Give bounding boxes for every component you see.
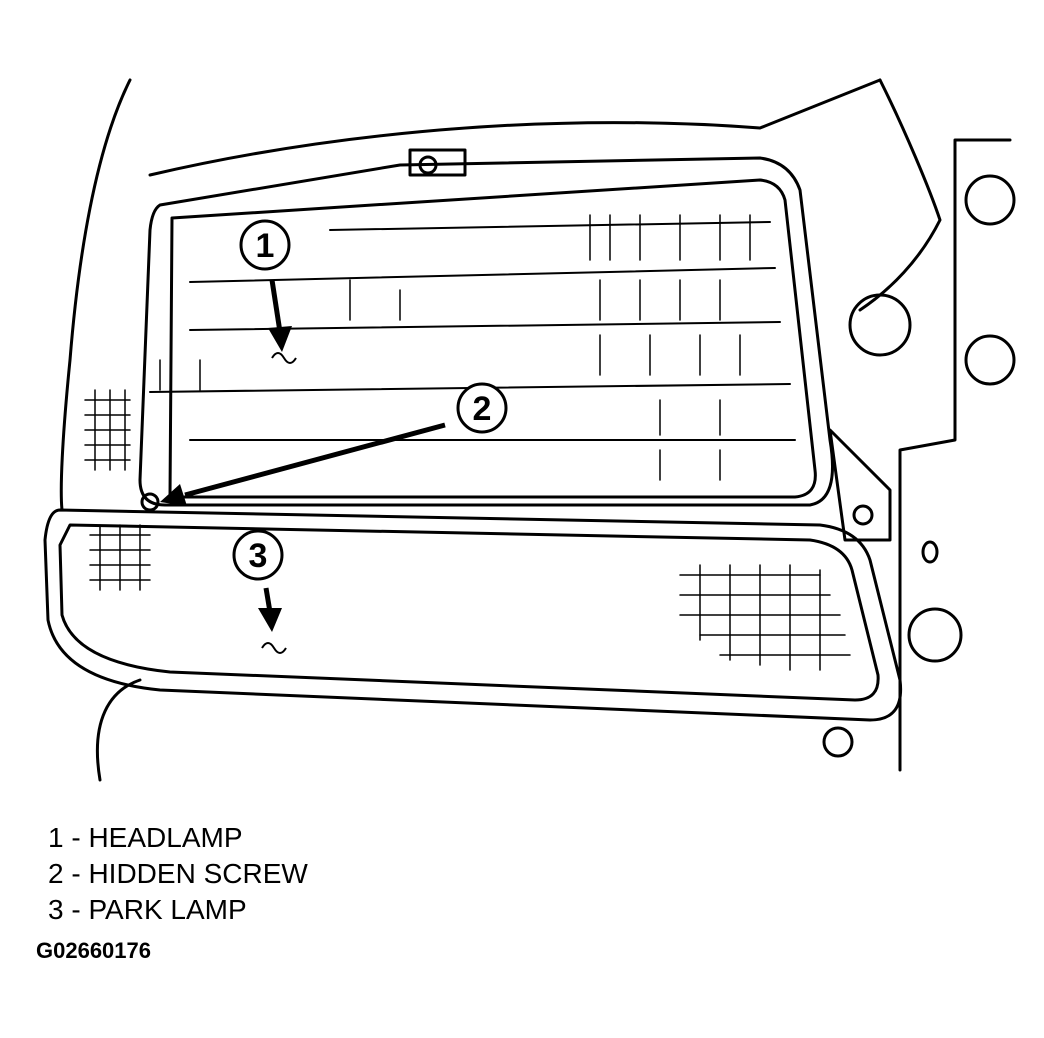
hidden-screw-mark xyxy=(140,492,160,512)
callout-3: 3 xyxy=(232,529,287,654)
callout-2-number: 2 xyxy=(473,390,492,428)
fender-lower xyxy=(95,678,142,782)
park-lamp-housing xyxy=(43,508,903,722)
callout-1: 1 xyxy=(239,219,297,364)
callout-1-number: 1 xyxy=(256,227,275,265)
legend-item-park-lamp: 3 - PARK LAMP xyxy=(48,894,247,925)
radiator-support xyxy=(898,138,1012,772)
legend: 1 - HEADLAMP 2 - HIDDEN SCREW 3 - PARK L… xyxy=(48,820,308,928)
callout-2: 2 xyxy=(160,382,508,506)
headlamp-housing xyxy=(138,156,834,507)
fender-outline xyxy=(59,78,132,512)
legend-item-hidden-screw: 2 - HIDDEN SCREW xyxy=(48,858,308,889)
hood-edge xyxy=(148,78,882,177)
figure-id: G02660176 xyxy=(36,938,151,963)
headlamp-park-lamp-diagram: 1 2 3 xyxy=(43,78,1016,782)
callout-3-number: 3 xyxy=(249,537,268,575)
legend-item-headlamp: 1 - HEADLAMP xyxy=(48,822,243,853)
